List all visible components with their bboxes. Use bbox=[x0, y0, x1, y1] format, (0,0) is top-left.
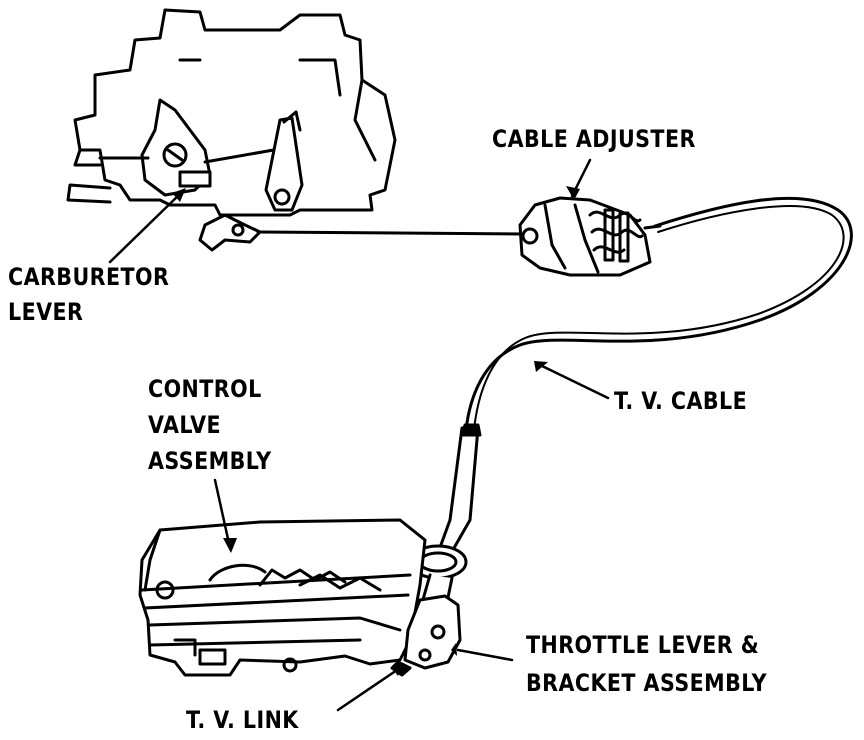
label-throttle-lever: THROTTLE LEVER & bbox=[526, 631, 760, 659]
label-assembly: ASSEMBLY bbox=[148, 447, 272, 475]
leader-lines bbox=[110, 160, 608, 710]
label-carburetor: CARBURETOR bbox=[8, 263, 170, 291]
control-valve-assembly bbox=[140, 520, 425, 675]
label-tv-cable: T. V. CABLE bbox=[614, 387, 748, 415]
label-control: CONTROL bbox=[148, 375, 262, 403]
label-valve: VALVE bbox=[148, 411, 222, 439]
label-lever: LEVER bbox=[8, 298, 84, 326]
carburetor bbox=[68, 10, 395, 250]
label-bracket-assembly: BRACKET ASSEMBLY bbox=[526, 669, 768, 697]
label-cable-adjuster: CABLE ADJUSTER bbox=[492, 125, 696, 153]
cable-segment-upper bbox=[258, 232, 525, 234]
cable-adjuster bbox=[520, 198, 660, 275]
throttle-lever-bracket bbox=[392, 596, 460, 675]
tv-cable bbox=[466, 198, 851, 430]
label-tv-link: T. V. LINK bbox=[186, 706, 299, 734]
